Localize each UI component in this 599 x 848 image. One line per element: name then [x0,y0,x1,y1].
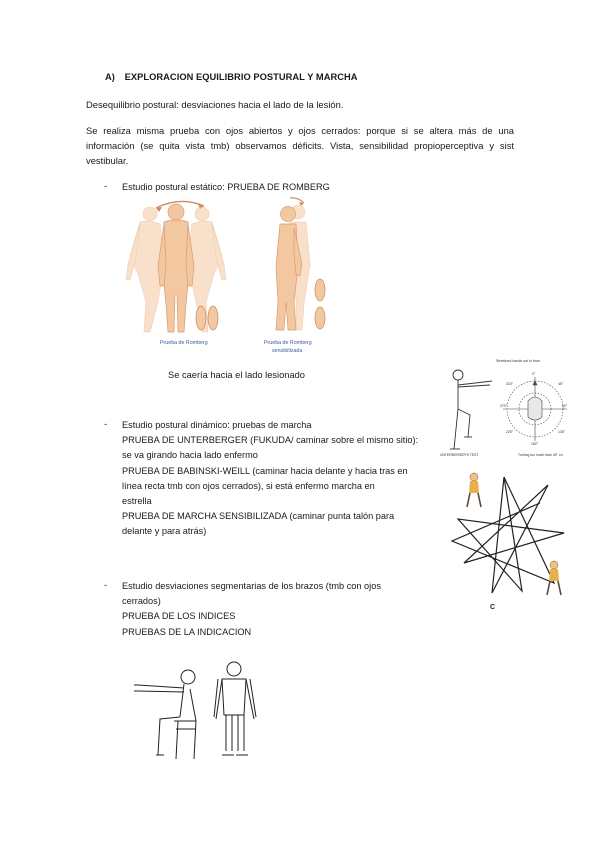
bullet-line: se va girando hacia lado enfermo [122,450,258,461]
bullet-dash: - [104,418,108,429]
bullet-dash: - [104,579,108,590]
standing-arms-down-icon [213,661,257,756]
marching-person-icon [450,369,493,450]
angle-label: 270° [500,404,508,408]
romberg-sensibilizada-label-2: sensibilizada [272,348,302,354]
bullet-line: estrella [122,496,152,507]
star-path-icon [450,476,565,594]
unterberger-illustration: Stretched hands out in front 0° 45° 90° … [440,359,568,457]
bullet-line: Estudio postural dinámico: pruebas de ma… [122,420,312,430]
bullet-line: PRUEBA DE BABINSKI-WEILL (caminar hacia … [122,465,408,476]
bullet-line: PRUEBA DE UNTERBERGER (FUKUDA/ caminar s… [122,435,419,446]
angle-label: 315° [506,382,514,386]
bullet-marcha: Estudio postural dinámico: pruebas de ma… [122,418,442,540]
paragraph-prueba: Se realiza misma prueba con ojos abierto… [86,125,514,166]
section-title: EXPLORACION EQUILIBRIO POSTURAL Y MARCHA [124,72,358,82]
unterberger-caption: UNTERBERGER'S TEST [440,453,478,457]
romberg-caption: Se caería hacia el lado lesionado [168,370,305,380]
angle-label: 90° [562,404,568,408]
arm-deviation-illustration [134,661,257,760]
romberg-illustration: Prueba de Romberg Prueba de Romberg sens… [125,197,326,354]
bullet-line: Estudio desviaciones segmentarias de los… [122,581,381,591]
angle-label: 45° [558,382,564,386]
paragraph-desequilibrio: Desequilibrio postural: desviaciones hac… [86,99,344,110]
bullet-line: línea recta tmb con ojos cerrados), si e… [122,480,375,491]
bullet-line: PRUEBA DE LOS INDICES [122,611,236,622]
bullet-dash: - [104,180,108,191]
romberg-label: Prueba de Romberg [160,340,208,346]
feet-tandem-icon [314,278,326,330]
rotation-dial-icon [503,377,567,441]
bullet-romberg: Estudio postural estático: PRUEBA DE ROM… [122,180,442,195]
swaying-body-icon [125,203,227,333]
angle-label: 135° [558,430,566,434]
unterberger-top-label: Stretched hands out in front [496,359,540,363]
bullet-line: delante y para atrás) [122,526,207,537]
angle-label: 0° [532,372,536,376]
star-figure-label: C [490,604,495,611]
bullet-line: cerrados) [122,596,161,607]
turning-caption: Turning too much than 45° on [518,453,563,457]
walking-person-icon [466,472,562,596]
section-number: A) [105,72,115,82]
bullet-line: Estudio postural estático: PRUEBA DE ROM… [122,182,330,192]
angle-label: 225° [506,430,514,434]
bullet-brazos: Estudio desviaciones segmentarias de los… [122,579,442,640]
seated-person-icon [134,669,197,760]
section-heading: A) EXPLORACION EQUILIBRIO POSTURAL Y MAR… [105,72,358,82]
bullet-line: PRUEBA DE MARCHA SENSIBILIZADA (caminar … [122,511,395,522]
feet-together-icon [195,305,219,331]
angle-label: 180° [531,442,539,446]
romberg-sensibilizada-label-1: Prueba de Romberg [264,340,312,346]
romberg-arrow-icon [155,197,305,212]
standing-body-icon [275,204,311,331]
bullet-line: PRUEBAS DE LA INDICACION [122,626,252,637]
star-walk-illustration: C [450,472,565,611]
